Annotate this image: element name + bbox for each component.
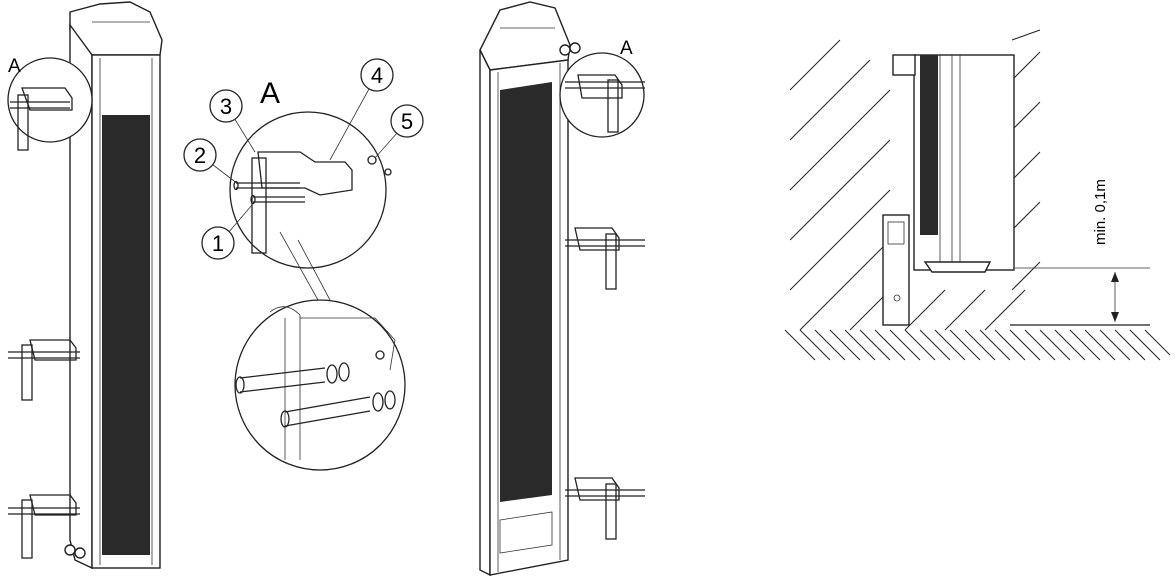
bolt-zoom-circle [234, 299, 406, 471]
part-5-label: 5 [401, 109, 413, 134]
part-2-label: 2 [194, 143, 206, 168]
part-1-label: 1 [212, 231, 224, 256]
min-clearance-label: min. 0,1m [1092, 179, 1109, 245]
wall-hatch [789, 29, 1041, 331]
detail-a-label-left: A [8, 56, 21, 77]
heater-right [479, 1, 581, 577]
heater-right-grille [500, 82, 552, 502]
callout-4: 4 [360, 58, 394, 92]
floor-hatch [784, 329, 1171, 361]
detail-a-circle-right: A [559, 38, 645, 138]
callout-1: 1 [201, 226, 235, 260]
part-3-label: 3 [220, 94, 232, 119]
bracket-left-bottom [8, 494, 80, 559]
detail-a-zoom [203, 77, 406, 301]
callout-2: 2 [183, 138, 217, 172]
callout-3: 3 [209, 89, 243, 123]
section-bracket [882, 214, 910, 326]
detail-a-circle-left: A [7, 56, 93, 151]
heater-left-grille [102, 115, 150, 555]
section-grille [920, 55, 938, 235]
detail-a-title: A [260, 77, 280, 110]
bracket-right-bottom [565, 477, 645, 540]
section-view: min. 0,1m [784, 29, 1171, 361]
bracket-right-middle [565, 227, 645, 290]
heater-left [64, 1, 163, 570]
bracket-left-middle [8, 339, 80, 401]
part-4-label: 4 [371, 63, 383, 88]
callout-5: 5 [390, 104, 424, 138]
detail-a-label-right: A [620, 38, 633, 59]
